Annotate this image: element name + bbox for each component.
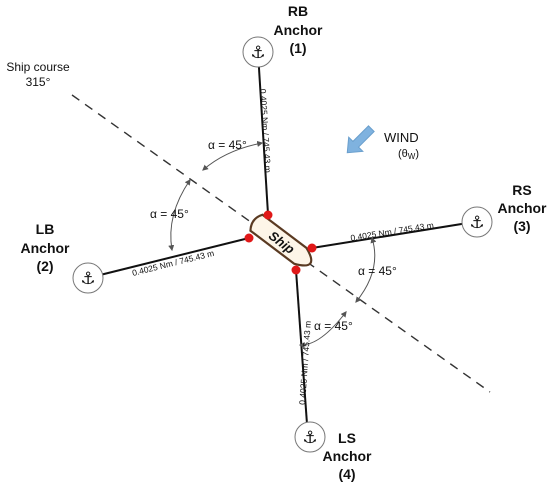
angle-arc-ls bbox=[298, 311, 347, 349]
svg-text:Anchor: Anchor bbox=[323, 448, 373, 464]
svg-text:Anchor: Anchor bbox=[498, 200, 548, 216]
ship-course-label: Ship course bbox=[6, 60, 70, 74]
angle-arc-rb bbox=[202, 140, 264, 171]
fairlead-ls bbox=[291, 265, 301, 275]
anchor-label-rs: RS Anchor (3) bbox=[498, 182, 548, 234]
angle-arc-rs bbox=[355, 236, 377, 303]
svg-text:LB: LB bbox=[36, 221, 55, 237]
distance-label-rb: 0.4025 Nm / 745.43 m bbox=[258, 89, 273, 174]
svg-text:LS: LS bbox=[338, 430, 356, 446]
ship-hull bbox=[249, 213, 313, 267]
anchor-label-rb: RB Anchor (1) bbox=[274, 3, 324, 56]
wind-label: WIND bbox=[384, 130, 419, 145]
angle-label-ls: α = 45° bbox=[314, 319, 353, 333]
mooring-line-ls bbox=[295, 269, 309, 439]
anchor-label-lb: LB Anchor (2) bbox=[21, 221, 71, 274]
distance-label-ls: 0.4025 Nm / 745.43 m bbox=[297, 321, 313, 406]
anchor-icon: ⚓ bbox=[469, 213, 484, 233]
angle-arc-lb bbox=[168, 179, 191, 252]
anchor-icon: ⚓ bbox=[302, 428, 317, 448]
fairlead-rs bbox=[307, 243, 317, 253]
ship: Ship bbox=[249, 213, 313, 267]
svg-text:(4): (4) bbox=[338, 466, 355, 482]
angle-label-rb: α = 45° bbox=[208, 138, 247, 152]
angle-label-rs: α = 45° bbox=[358, 264, 397, 278]
distance-label-lb: 0.4025 Nm / 745.43 m bbox=[131, 248, 215, 278]
anchor-icon: ⚓ bbox=[250, 43, 265, 63]
mooring-line-rs bbox=[311, 221, 475, 249]
fairlead-rb bbox=[263, 210, 273, 220]
mooring-line-lb bbox=[91, 237, 250, 278]
svg-text:(3): (3) bbox=[513, 218, 530, 234]
wind-direction-symbol: (θW) bbox=[398, 148, 419, 161]
svg-text:Anchor: Anchor bbox=[274, 22, 324, 38]
anchor-rs: ⚓ bbox=[461, 206, 493, 238]
svg-text:RS: RS bbox=[512, 182, 531, 198]
fairlead-lb bbox=[244, 233, 254, 243]
anchor-icon: ⚓ bbox=[80, 269, 95, 289]
wind-arrow-icon bbox=[346, 125, 375, 154]
anchor-rb: ⚓ bbox=[242, 36, 274, 68]
distance-label-rs: 0.4025 Nm / 745.43 m bbox=[350, 220, 435, 243]
ship-course-heading: 315° bbox=[26, 75, 51, 89]
svg-text:(1): (1) bbox=[289, 40, 306, 56]
mooring-line-rb bbox=[257, 51, 269, 215]
anchor-label-ls: LS Anchor (4) bbox=[323, 430, 373, 482]
anchor-ls: ⚓ bbox=[294, 421, 326, 453]
angle-label-lb: α = 45° bbox=[150, 207, 189, 221]
svg-text:RB: RB bbox=[288, 3, 308, 19]
svg-text:Anchor: Anchor bbox=[21, 240, 71, 256]
svg-text:(2): (2) bbox=[36, 258, 53, 274]
anchor-lb: ⚓ bbox=[72, 262, 104, 294]
